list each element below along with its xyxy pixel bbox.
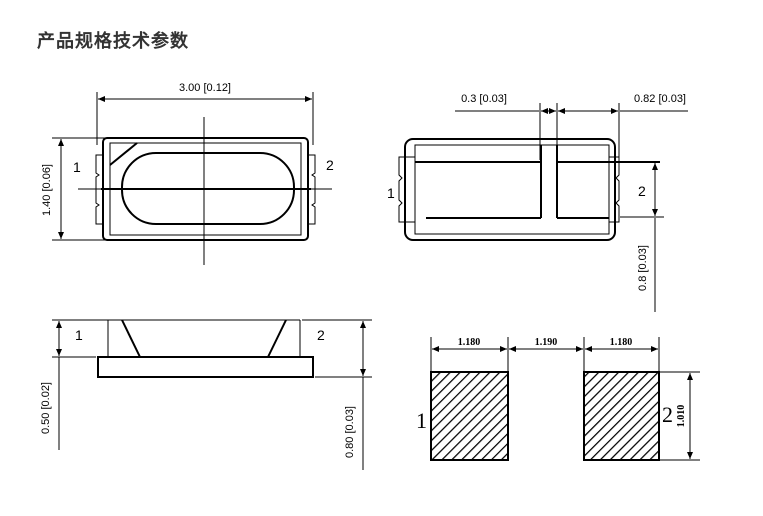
pin-1-label-side: 1 <box>75 327 83 343</box>
top-view: 3.00 [0.12] 1.40 [0.06] 1 2 <box>41 82 334 265</box>
body-height-dimension-label: 0.50 [0.02] <box>40 382 52 434</box>
pad-2-width-label: 1.180 <box>610 337 633 348</box>
pin-2-label-bottom: 2 <box>638 183 646 199</box>
pin-2-label-side: 2 <box>317 327 325 343</box>
pad-1 <box>430 371 509 461</box>
footprint-pin-2-label: 2 <box>662 402 673 427</box>
pin-1-label: 1 <box>73 159 81 175</box>
pad-2 <box>583 371 660 461</box>
gap-dimension-label: 0.3 [0.03] <box>461 93 507 105</box>
pad-spacing-label: 1.190 <box>535 337 558 348</box>
pad-height-dimension-label: 0.8 [0.03] <box>637 245 649 291</box>
bottom-view: 0.3 [0.03] 0.82 [0.03] 1 2 0.8 [0.03] <box>387 93 688 312</box>
height-dimension-label: 1.40 [0.06] <box>41 164 53 216</box>
footprint: 1.180 1.190 1.180 1.010 1 2 <box>416 337 700 461</box>
pad-1-width-label: 1.180 <box>458 337 481 348</box>
pin-1-label-bottom: 1 <box>387 185 395 201</box>
pad-height-label: 1.010 <box>676 405 687 428</box>
footprint-pin-1-label: 1 <box>416 408 427 433</box>
width-dimension-label: 3.00 [0.12] <box>179 82 231 94</box>
total-height-dimension-label: 0.80 [0.03] <box>344 406 356 458</box>
pin-2-label: 2 <box>326 157 334 173</box>
page-title: 产品规格技术参数 <box>37 31 189 52</box>
pad-width-dimension-label: 0.82 [0.03] <box>634 93 686 105</box>
side-view: 0.50 [0.02] 0.80 [0.03] 1 2 <box>40 319 372 470</box>
